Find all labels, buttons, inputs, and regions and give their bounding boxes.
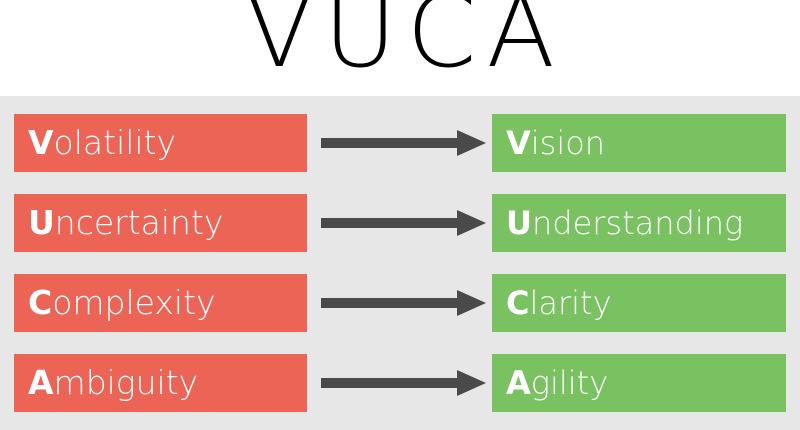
problem-box-ambiguity[interactable]: Ambiguity: [14, 354, 307, 412]
right-arrow-icon: [321, 210, 486, 236]
solution-lead-letter: C: [506, 284, 530, 322]
solution-box-agility[interactable]: Agility: [492, 354, 786, 412]
vuca-row: Uncertainty Understanding: [0, 194, 800, 252]
solution-rest-text: larity: [529, 284, 612, 322]
problem-label: Ambiguity: [14, 354, 198, 412]
problem-label: Complexity: [14, 274, 216, 332]
problem-rest-text: mbiguity: [53, 363, 199, 402]
right-arrow-icon: [321, 130, 486, 156]
solution-box-vision[interactable]: Vision: [492, 114, 786, 172]
problem-rest-text: olatility: [53, 123, 177, 162]
diagram-panel: Volatility Vision Uncertainty Un: [0, 96, 800, 430]
solution-lead-letter: U: [506, 204, 532, 242]
right-arrow-icon: [321, 370, 486, 396]
problem-lead-letter: C: [28, 283, 53, 322]
solution-box-understanding[interactable]: Understanding: [492, 194, 786, 252]
solution-label: Vision: [492, 114, 605, 172]
vuca-row: Volatility Vision: [0, 114, 800, 172]
problem-rest-text: ncertainty: [54, 203, 224, 242]
page-title: VUCA: [245, 0, 565, 90]
right-arrow-icon: [321, 290, 486, 316]
problem-box-complexity[interactable]: Complexity: [14, 274, 307, 332]
problem-box-uncertainty[interactable]: Uncertainty: [14, 194, 307, 252]
solution-lead-letter: V: [506, 124, 531, 162]
solution-rest-text: nderstanding: [531, 204, 744, 242]
problem-label: Uncertainty: [14, 194, 223, 252]
vuca-row: Complexity Clarity: [0, 274, 800, 332]
solution-label: Clarity: [492, 274, 612, 332]
solution-lead-letter: A: [506, 364, 531, 402]
title-area: VUCA: [0, 0, 800, 96]
problem-lead-letter: U: [28, 203, 55, 242]
problem-lead-letter: V: [28, 123, 54, 162]
solution-rest-text: gility: [530, 364, 609, 402]
problem-label: Volatility: [14, 114, 176, 172]
problem-box-volatility[interactable]: Volatility: [14, 114, 307, 172]
solution-label: Understanding: [492, 194, 743, 252]
vuca-row: Ambiguity Agility: [0, 354, 800, 412]
solution-label: Agility: [492, 354, 608, 412]
solution-rest-text: ision: [530, 124, 606, 162]
problem-lead-letter: A: [28, 363, 54, 402]
problem-rest-text: omplexity: [52, 283, 216, 322]
solution-box-clarity[interactable]: Clarity: [492, 274, 786, 332]
